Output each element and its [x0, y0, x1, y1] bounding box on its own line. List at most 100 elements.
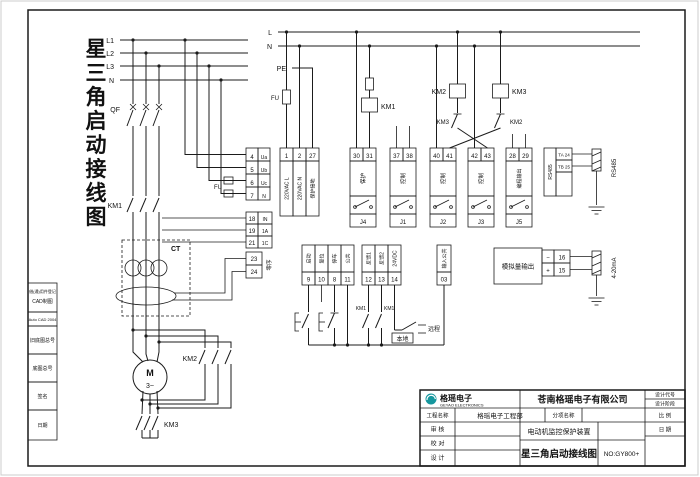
input-03-label: 输入公共 [441, 248, 448, 268]
km2-coil-label: KM2 [432, 89, 447, 96]
terminal-27-no: 27 [309, 154, 316, 160]
rs485-tb: TB 25 [558, 165, 571, 170]
terminal-19-label: 1A [262, 229, 269, 235]
terminal-1-no: 1 [285, 154, 289, 160]
relay-j5-name: J5 [516, 220, 523, 226]
terminal-2-label: 220VAC N [298, 176, 304, 200]
design-code-label: 设计代号 [655, 392, 675, 399]
terminal-11-no: 11 [344, 278, 351, 284]
supply-terminals: 1 2 27 220VAC L 220VAC N 保护接地 [279, 147, 320, 217]
bus-label-l: L [268, 30, 272, 37]
qf-label: QF [110, 107, 120, 114]
ct-group: CT [115, 217, 246, 317]
check-label: 校 对 [431, 440, 445, 448]
terminal-5-no: 5 [250, 168, 254, 174]
terminal-21-no: 21 [249, 241, 256, 247]
terminal-10-no: 10 [318, 278, 325, 284]
analog-minus: − [546, 256, 550, 262]
km1-main-label: KM1 [108, 203, 123, 210]
input-14-label: 24VDC [393, 250, 399, 267]
analog-plus: + [546, 269, 550, 275]
drawing-title: 星三角启动接线图 [521, 448, 597, 460]
km1-coil-label: KM1 [381, 104, 396, 111]
terminal-18-no: 18 [249, 217, 256, 223]
terminal-7-no: 7 [250, 194, 254, 200]
analog-label: 模拟量输出 [502, 262, 535, 271]
rs485-ext-label: RS485 [612, 158, 618, 177]
side-title-char-8: 图 [86, 205, 107, 229]
relay-j1-label: 控制 [399, 173, 407, 185]
logo-subtext: GEYAO ELECTRONICS [440, 403, 484, 408]
terminal-18-label: IN [263, 217, 268, 223]
input-8-label: 停车 [332, 253, 339, 263]
control-wiring: KM1 KM1 本地 远程 [294, 285, 445, 347]
side-title: 星 三 角 启 动 接 线 图 [86, 37, 107, 229]
side-title-char-4: 启 [86, 109, 107, 133]
motor-label: M [146, 368, 154, 378]
km2-interlock-label: KM2 [510, 120, 523, 126]
logo-text: 格瑶电子 [440, 393, 472, 403]
zero-seq-label: 零序 [265, 259, 273, 271]
relay-j2-label: 控制 [439, 173, 447, 185]
terminal-41-no: 41 [446, 154, 453, 160]
input-12-label: 反馈1 [366, 252, 373, 265]
device-name: 电动机监控保护装置 [528, 427, 591, 436]
motor-phase-label: 3~ [146, 383, 154, 390]
km2-km3-coil-circuit: KM2 KM3 KM3 KM2 [432, 30, 527, 149]
zero-sequence-terminals: 23 24 零序 [245, 251, 273, 279]
power-buses-left: L1 L2 L3 N [106, 38, 248, 85]
terminal-6-no: 6 [250, 181, 254, 187]
input-terminals: 启动 复位 停车 公共 反馈1 反馈2 24VDC 输入公共 9 10 8 11… [301, 244, 452, 286]
bus-label-l2: L2 [106, 51, 114, 58]
motor: M 3~ [132, 276, 168, 415]
strip-label-signature: 签名 [37, 393, 47, 400]
terminal-2-no: 2 [298, 154, 302, 160]
terminal-6-label: Uc [261, 181, 268, 187]
relay-j4-name: J4 [360, 220, 367, 226]
terminal-37-no: 37 [393, 154, 400, 160]
km1-coil-circuit: KM1 [354, 30, 396, 148]
terminal-9-no: 9 [307, 278, 311, 284]
local-label: 本地 [396, 335, 408, 343]
km3-coil-label: KM3 [512, 89, 527, 96]
terminal-31-no: 31 [366, 154, 373, 160]
relay-j3-name: J3 [478, 220, 485, 226]
terminal-03-no: 03 [441, 278, 448, 284]
terminal-8-no: 8 [333, 278, 337, 284]
qf-breaker: QF [110, 40, 163, 196]
rs485-label: RS485 [548, 164, 554, 180]
bus-label-pe: PE [277, 66, 287, 73]
terminal-30-no: 30 [353, 154, 360, 160]
terminal-5-label: Ub [261, 168, 268, 174]
terminal-4-no: 4 [250, 155, 254, 161]
terminal-7-label: N [262, 194, 266, 200]
input-13-label: 反馈2 [379, 252, 386, 265]
remote-label: 远程 [428, 325, 440, 333]
relay-j1-name: J1 [400, 220, 407, 226]
terminal-1-label: 220VAC L [285, 177, 291, 200]
bus-label-n-left: N [109, 78, 114, 85]
current-terminal-strip: 18 IN 19 1A 21 1C [245, 211, 273, 249]
terminal-4-label: Ua [261, 155, 268, 161]
date-label: 日 期 [659, 427, 672, 434]
strip-label-autocad: Auto CAD 2004 [29, 317, 58, 322]
bus-label-n: N [267, 44, 272, 51]
title-block: 格瑶电子 GEYAO ELECTRONICS 苍南格瑶电子有限公司 设计代号 设… [419, 389, 686, 467]
km2-branch: KM2 [131, 328, 232, 410]
relay-j4-label: 保护 [359, 173, 367, 185]
strip-label-base-no: 底图总号 [32, 365, 52, 372]
terminal-27-label: 保护接地 [310, 178, 317, 198]
terminal-29-no: 29 [522, 154, 529, 160]
analog-output: 模拟量输出 − 16 + 15 4-20mA [493, 247, 618, 306]
terminal-19-no: 19 [249, 229, 256, 235]
terminal-14-no: 14 [391, 278, 398, 284]
rs485-ta: TA 24 [558, 153, 570, 158]
input-11-label: 公共 [345, 253, 352, 263]
voltage-terminal-strip: 4 Ua 5 Ub 6 Uc 7 N [245, 147, 271, 201]
terminal-21-label: 1C [262, 241, 269, 247]
strip-label-cad: CAD制图 [32, 298, 53, 305]
project-label: 工程名称 [426, 412, 449, 420]
drawing-number: NO:GY800+ [604, 451, 640, 458]
